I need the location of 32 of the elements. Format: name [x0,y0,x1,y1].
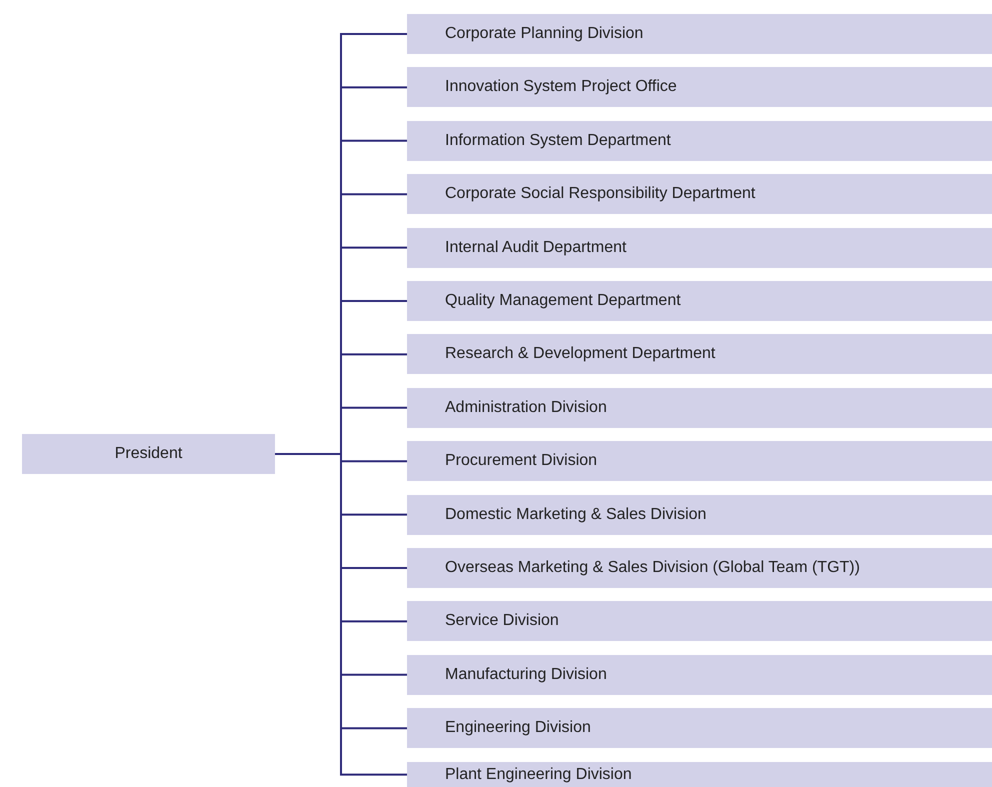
department-box [407,441,992,482]
department-box [407,67,992,108]
node-label: Information System Department [445,132,671,150]
department-box [407,548,992,588]
department-box [407,228,992,268]
department-box [407,174,992,214]
node-label: Domestic Marketing & Sales Division [445,506,706,524]
department-box [407,388,992,428]
department-box [407,601,992,642]
node-label: Procurement Division [445,452,598,470]
department-box [407,654,992,695]
department-box [407,120,992,161]
node-label: President [114,445,182,463]
node-label: Internal Audit Department [445,238,626,257]
node-label: Administration Division [445,398,607,417]
node-label: Research & Development Department [445,345,716,364]
department-box [407,762,992,787]
department-box [407,494,992,535]
department-box [407,334,992,374]
department-box [407,281,992,321]
node-label: Overseas Marketing & Sales Division (Global Team (TGT)) [445,559,860,577]
node-label: Innovation System Project Office [445,78,677,96]
node-label: Corporate Planning Division [445,25,644,43]
node-label: Engineering Division [445,719,591,738]
node-label: Service Division [445,612,559,630]
department-box [407,14,992,54]
node-label: Corporate Social Responsibility Department [445,185,756,204]
department-box [407,708,992,748]
executive-box [22,434,275,474]
node-label: Quality Management Department [445,292,681,310]
node-label: Manufacturing Division [445,666,607,684]
node-label: Plant Engineering Division [445,766,632,784]
